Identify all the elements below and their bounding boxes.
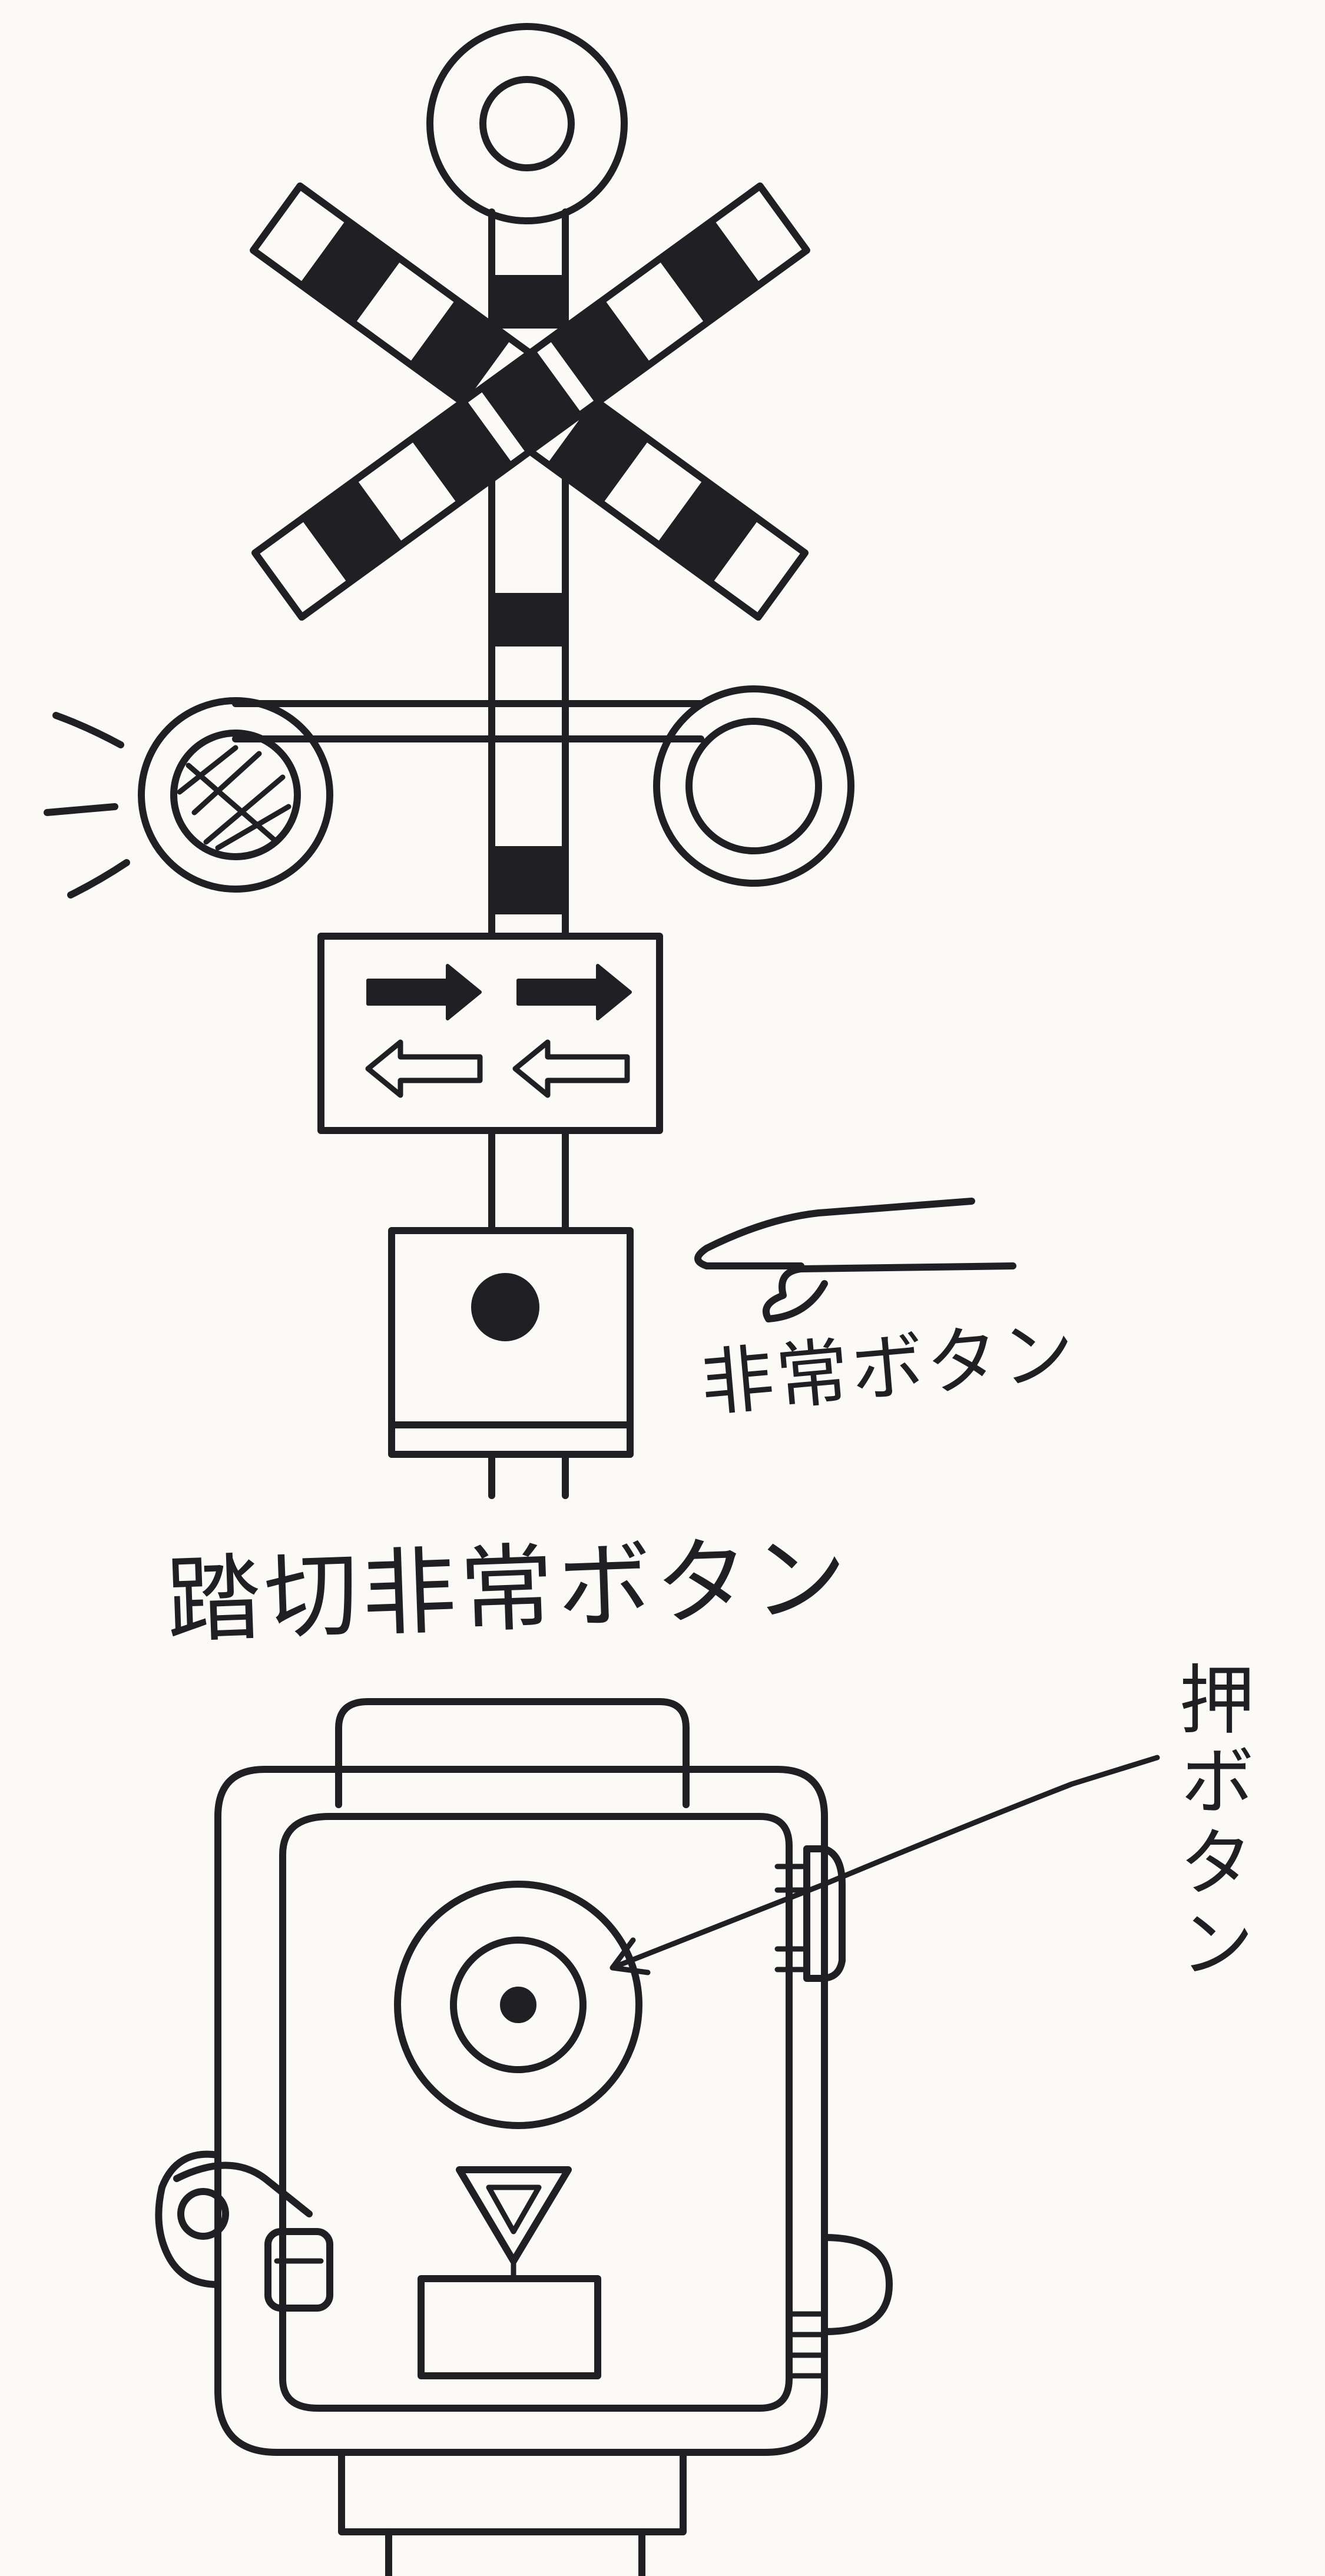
label-plate [418,2275,601,2379]
flash-rays-icon [44,712,130,899]
triangle-indicator-icon [456,2166,572,2282]
emergency-button-heading: 踏切非常ボタン [164,1522,853,1656]
emergency-button-box [155,1698,893,2576]
push-button-label: 押ボタン [1166,1660,1254,1985]
leader-arrow-icon [610,1755,1160,1975]
direction-indicator-icon [317,933,663,1134]
warning-lights [44,685,854,899]
left-light-flashing-icon [138,697,333,893]
top-cap-icon [426,23,628,224]
push-button-icon [394,1881,642,2129]
pointing-hand-icon [694,1198,1016,1322]
right-light-icon [653,685,854,887]
post-emergency-box-icon [388,1227,634,1458]
crossbuck-icon [250,182,810,621]
